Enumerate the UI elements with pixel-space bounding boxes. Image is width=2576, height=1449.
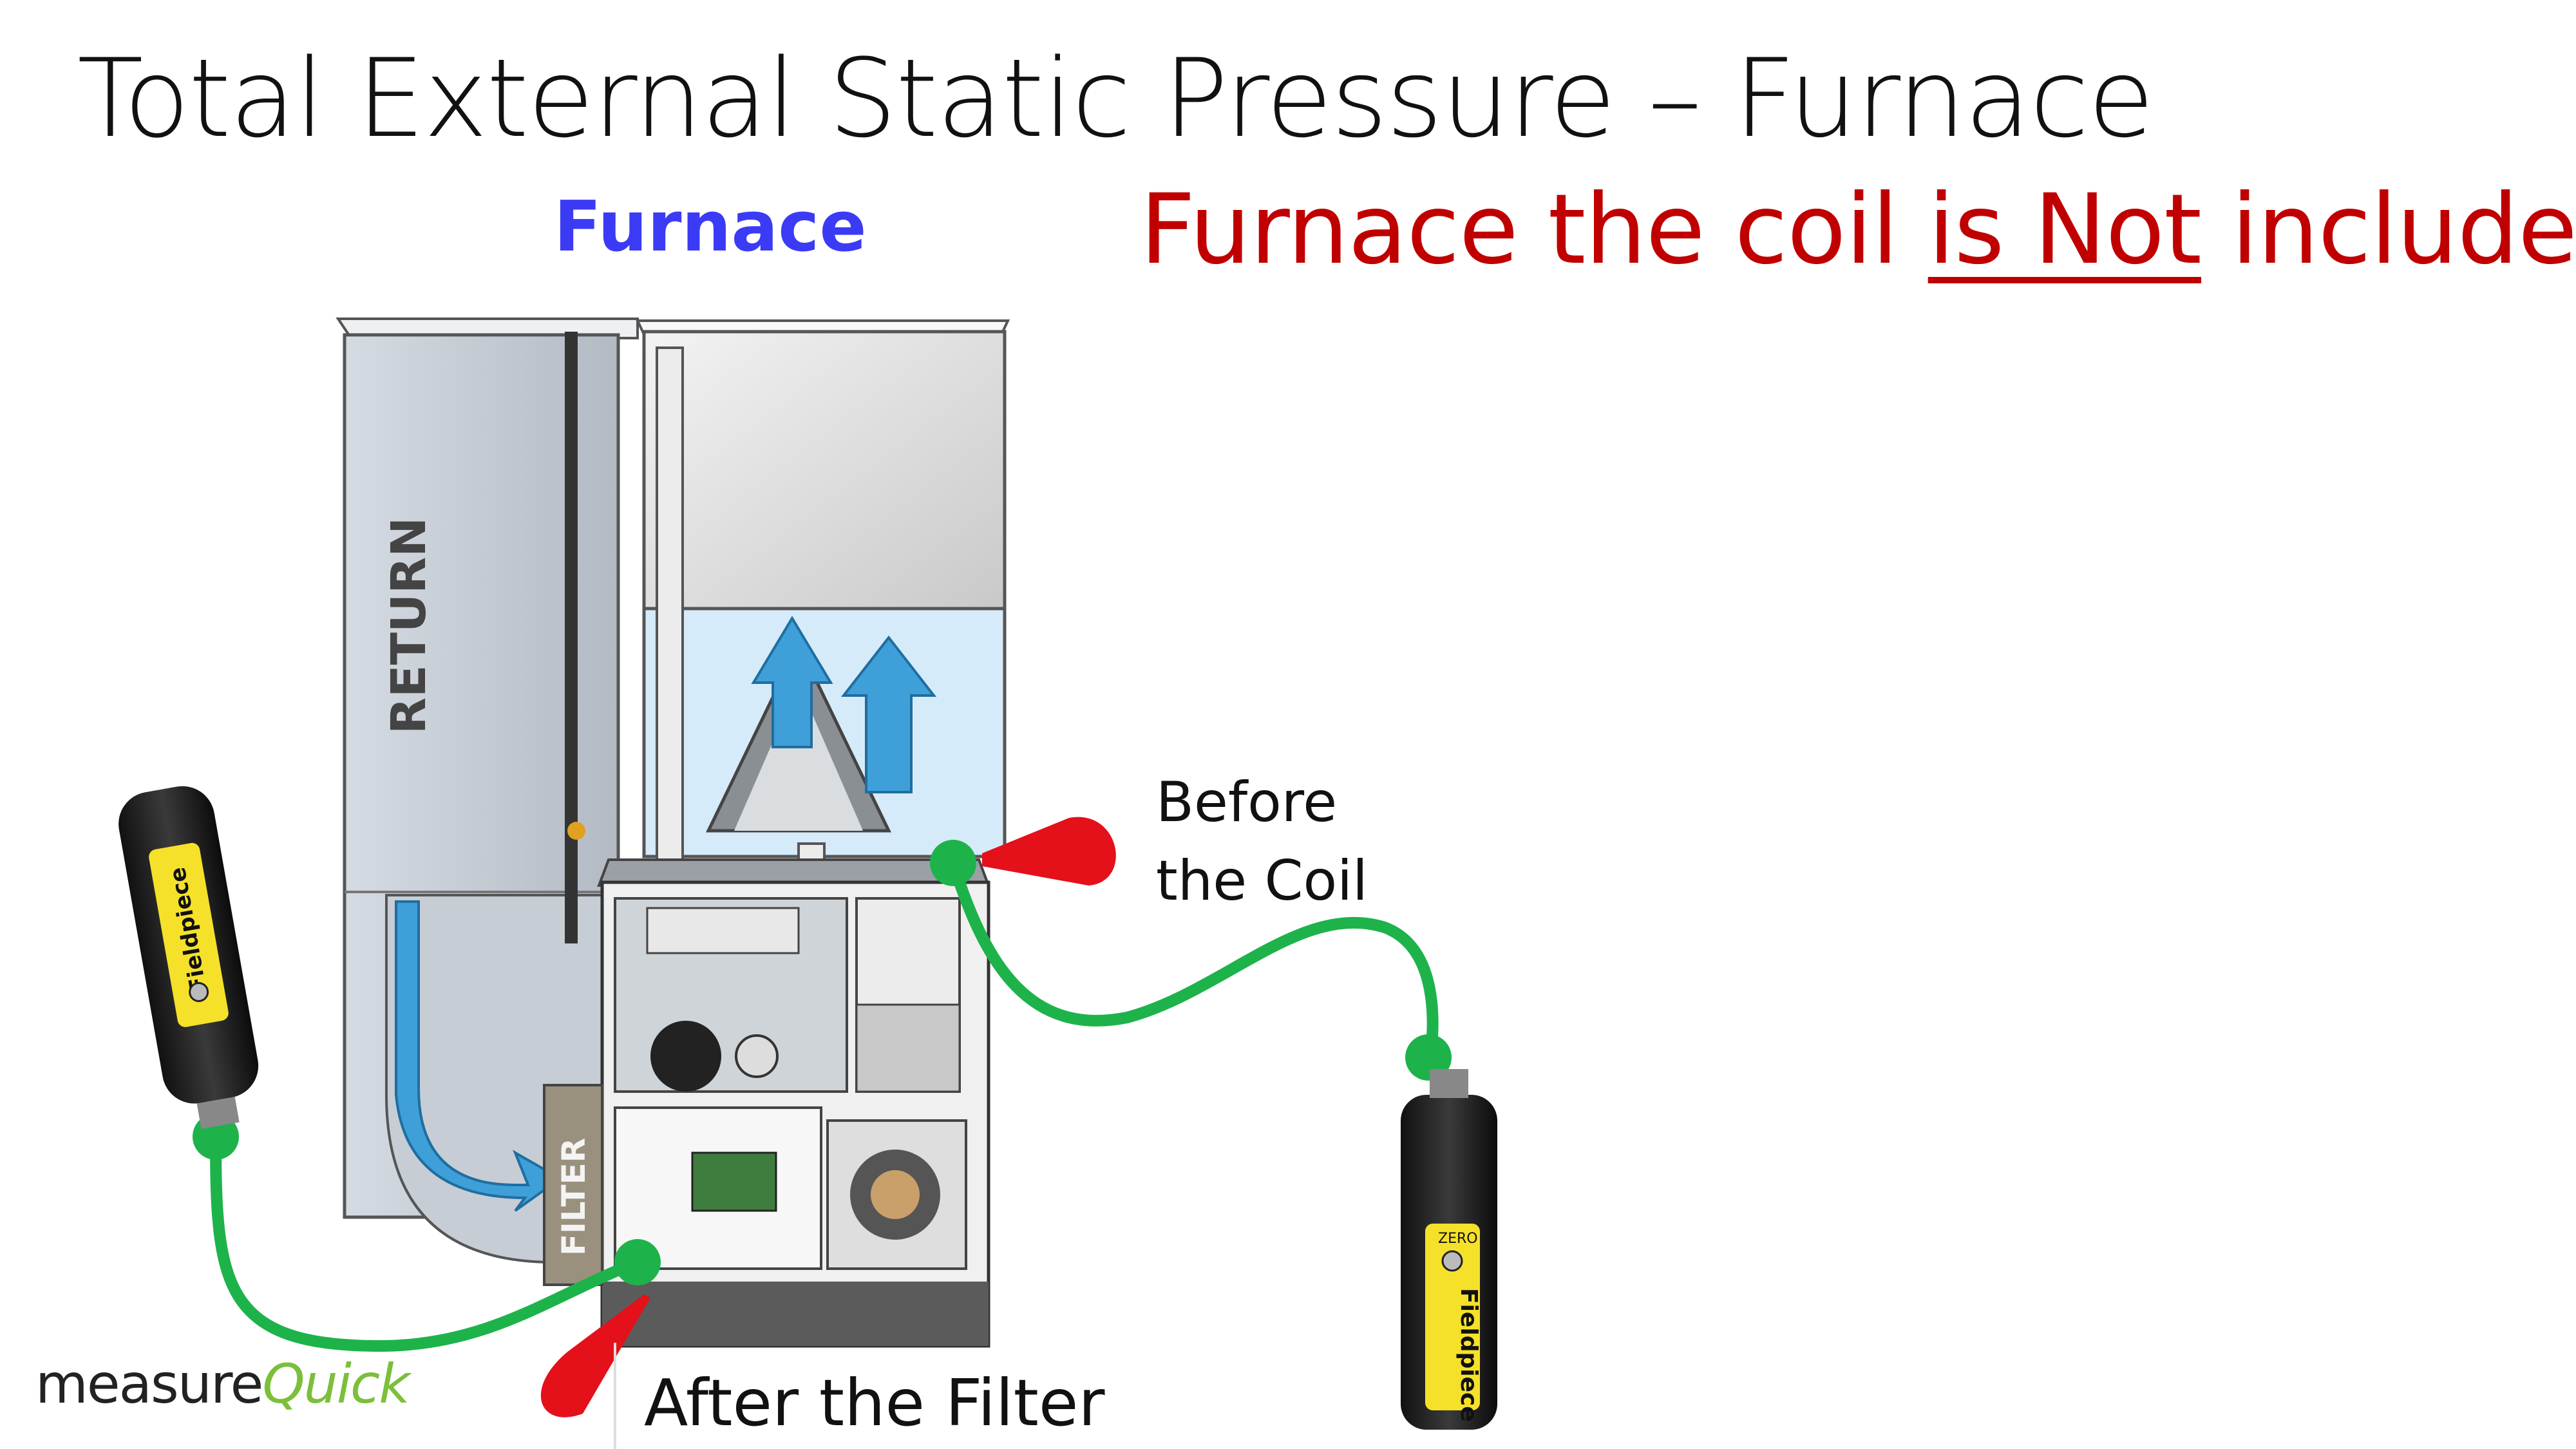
filter: FILTER	[543, 1084, 603, 1286]
hose-after-filter	[210, 1134, 643, 1352]
before-line1: Before	[1156, 770, 1338, 835]
manometer-right: ZERO Fieldpiece	[1401, 1069, 1497, 1430]
evaporator-coil	[642, 607, 1007, 858]
connection-dot-before-coil	[930, 840, 976, 886]
probe-after-filter	[540, 1294, 650, 1417]
supply-plenum	[635, 319, 1010, 611]
coil-airflow-arrow-left-icon	[751, 616, 833, 748]
coil-not-included-note: Furnace the coil is Not included	[1140, 174, 2576, 286]
measurequick-logo: measureQuick	[35, 1352, 410, 1416]
right-meter-brand: Fieldpiece	[1455, 1288, 1482, 1422]
right-meter-button: ZERO	[1438, 1231, 1478, 1247]
connection-dot-after-filter	[614, 1239, 661, 1285]
before-line2: the Coil	[1156, 849, 1368, 913]
furnace-cabinet	[597, 858, 990, 1348]
probe-before-coil	[982, 817, 1116, 886]
before-the-coil-label: Before the Coil	[1156, 763, 1368, 920]
after-the-filter-label: After the Filter	[644, 1365, 1105, 1441]
flue-pipe	[656, 346, 684, 871]
filter-label: FILTER	[555, 1138, 592, 1256]
logo-quick: Quick	[262, 1352, 410, 1416]
slide-title: Total External Static Pressure – Furnace	[77, 35, 2154, 162]
return-label: RETURN	[381, 517, 437, 734]
manometer-left: Fieldpiece	[118, 786, 259, 1130]
coil-airflow-arrow-right-icon	[840, 635, 937, 793]
hose-before-coil	[947, 857, 1439, 1068]
furnace-subtitle: Furnace	[554, 187, 867, 267]
left-meter-power-icon	[189, 981, 209, 1002]
logo-measure: measure	[35, 1352, 263, 1416]
note-underlined: is Not	[1927, 174, 2202, 286]
note-prefix: Furnace the coil	[1140, 174, 1928, 286]
right-meter-power-icon	[1441, 1250, 1463, 1272]
note-suffix: included	[2231, 174, 2576, 286]
